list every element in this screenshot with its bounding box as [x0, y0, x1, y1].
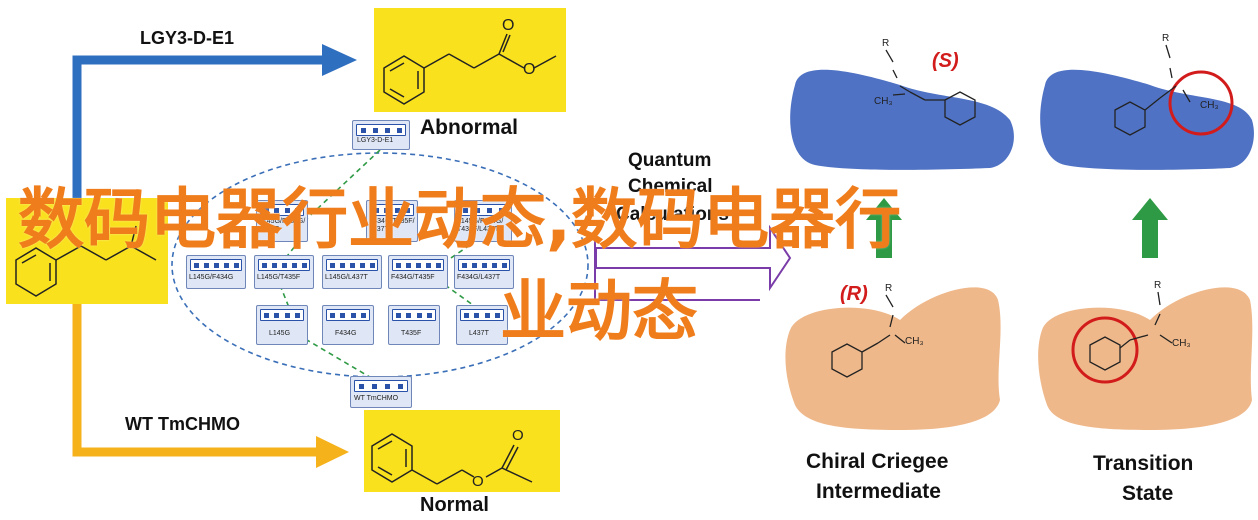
- orange-path-line: [72, 300, 322, 457]
- atom-r-label: R: [1162, 33, 1170, 44]
- svg-text:O: O: [472, 473, 484, 490]
- mutant-chip: F434G: [322, 305, 374, 345]
- mutant-chip: F434G/L437T: [454, 255, 514, 289]
- mutant-chip: L145G/F434G/ T435F/L437T: [454, 200, 512, 242]
- substrate-structure: [15, 225, 157, 297]
- tan-pocket-right: [1038, 287, 1253, 430]
- mutant-chip: L145G/F434G/ L437T: [256, 200, 308, 242]
- overlay-headline-line2: 业动态: [500, 273, 698, 350]
- atom-ch3-label: CH₃: [874, 96, 893, 107]
- svg-text:O: O: [502, 17, 514, 34]
- mutant-chip: L145G/T435F: [254, 255, 314, 289]
- red-highlight-circle-bottom: [1071, 316, 1139, 384]
- normal-label: Normal: [420, 494, 489, 516]
- lgy3-de1-enzyme-chip: LGY3-D-E1: [352, 120, 410, 150]
- mutant-chip: F434G/T435F/ L437T: [366, 200, 418, 242]
- atom-r-label: R: [885, 283, 893, 294]
- wt-tmchmo-enzyme-chip: WT TmCHMO: [350, 376, 412, 408]
- svg-text:O: O: [523, 61, 535, 78]
- red-highlight-circle-top: [1168, 70, 1234, 136]
- abnormal-product-structure: O O: [383, 17, 557, 105]
- orange-arrow-head: [316, 436, 349, 468]
- s-configuration-label: (S): [932, 50, 959, 72]
- transition-state-caption-line2: State: [1122, 482, 1174, 505]
- atom-ch3-label: CH₃: [1200, 100, 1219, 111]
- chiral-criegee-caption-line2: Intermediate: [816, 480, 941, 503]
- atom-r-label: R: [882, 38, 890, 49]
- chiral-criegee-caption-line1: Chiral Criegee: [806, 450, 949, 473]
- overlay-headline-line1: 数码电器行业动态,数码电器行: [18, 181, 902, 258]
- green-up-arrow-right: [1132, 198, 1168, 258]
- normal-product-box: O O: [364, 410, 560, 492]
- transition-state-caption-line1: Transition: [1093, 452, 1194, 475]
- mutant-chip: L145G/L437T: [322, 255, 382, 289]
- mutant-chip: L145G/F434G: [186, 255, 246, 289]
- normal-product-structure: O O: [371, 427, 533, 490]
- atom-r-label: R: [1154, 280, 1162, 291]
- tan-pocket-left: [785, 287, 1001, 430]
- wt-tmchmo-label: WT TmCHMO: [125, 414, 240, 434]
- blue-pocket-right: [1040, 69, 1254, 170]
- svg-text:O: O: [512, 427, 524, 444]
- quantum-label-line1: Quantum: [628, 150, 712, 171]
- molecule-r-right: [1089, 291, 1173, 371]
- molecule-s-left: [885, 49, 976, 126]
- abnormal-label: Abnormal: [420, 116, 519, 139]
- mutant-chip: L437T: [456, 305, 508, 345]
- green-up-arrow-left: [866, 198, 902, 258]
- blue-arrow-head: [322, 44, 357, 76]
- quantum-label-line3: Calculations: [616, 204, 729, 225]
- substrate-box: [6, 198, 168, 304]
- purple-arrow: [595, 224, 792, 292]
- mutant-chip: L145G: [256, 305, 308, 345]
- lgy3-de1-label: LGY3-D-E1: [140, 28, 235, 48]
- molecule-s-right: [1114, 44, 1191, 136]
- r-configuration-label: (R): [840, 283, 868, 305]
- mutant-chip: T435F: [388, 305, 440, 345]
- abnormal-product-box: O O: [374, 8, 566, 112]
- atom-ch3-label: CH₃: [1172, 338, 1191, 349]
- blue-pocket-left: [790, 69, 1014, 170]
- atom-ch3-label: CH₃: [905, 336, 924, 347]
- mutant-chip: F434G/T435F: [388, 255, 448, 289]
- molecule-r-left: [831, 294, 906, 378]
- quantum-label-line2: Chemical: [628, 176, 713, 197]
